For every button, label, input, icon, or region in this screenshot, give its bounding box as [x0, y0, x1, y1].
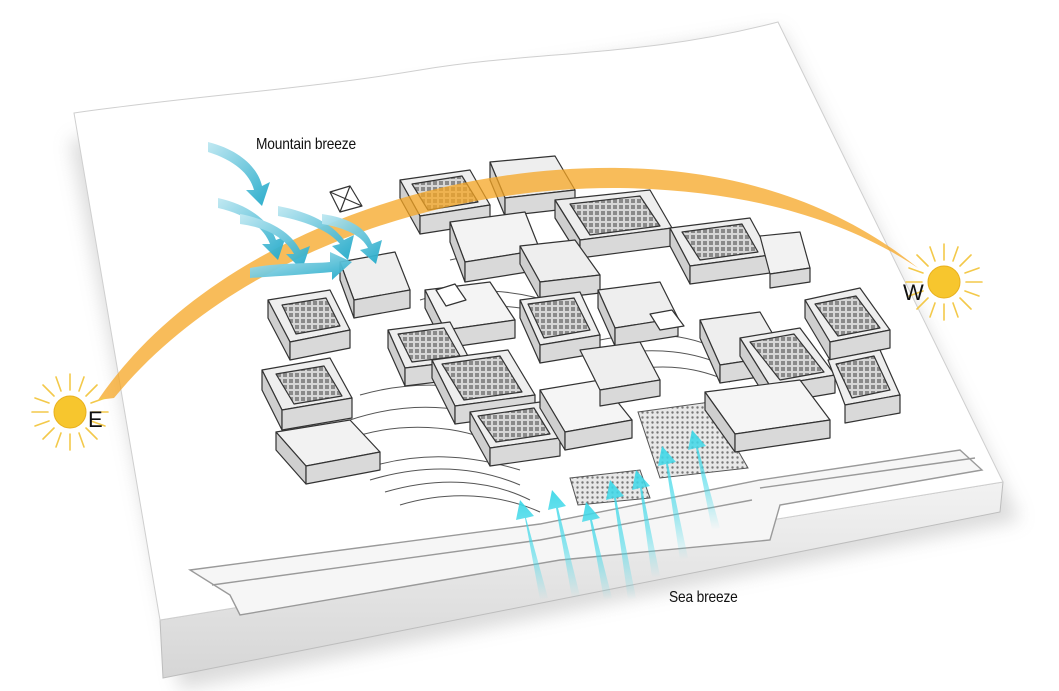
sea-breeze-arrows — [516, 430, 720, 600]
building-block — [275, 419, 381, 485]
building-cluster — [261, 155, 901, 485]
building-block — [579, 341, 661, 407]
building-block — [704, 379, 831, 453]
building-block — [339, 251, 411, 319]
building-block — [804, 287, 891, 361]
west-label: W — [903, 280, 924, 305]
sun-icon — [31, 373, 109, 451]
building-block — [267, 289, 351, 361]
building-block — [469, 401, 561, 467]
building-block — [759, 231, 811, 289]
mountain-breeze-arrows — [208, 142, 382, 280]
road — [187, 449, 984, 616]
building-block — [669, 217, 771, 285]
building-block — [519, 291, 601, 364]
building-block — [519, 239, 601, 301]
sea-breeze-label: Sea breeze — [669, 589, 738, 606]
east-label: E — [88, 407, 103, 432]
building-block — [827, 349, 901, 424]
sun-icon — [905, 243, 983, 321]
pavilion — [329, 185, 685, 331]
building-block — [261, 357, 353, 431]
mountain-breeze-label: Mountain breeze — [256, 136, 356, 153]
